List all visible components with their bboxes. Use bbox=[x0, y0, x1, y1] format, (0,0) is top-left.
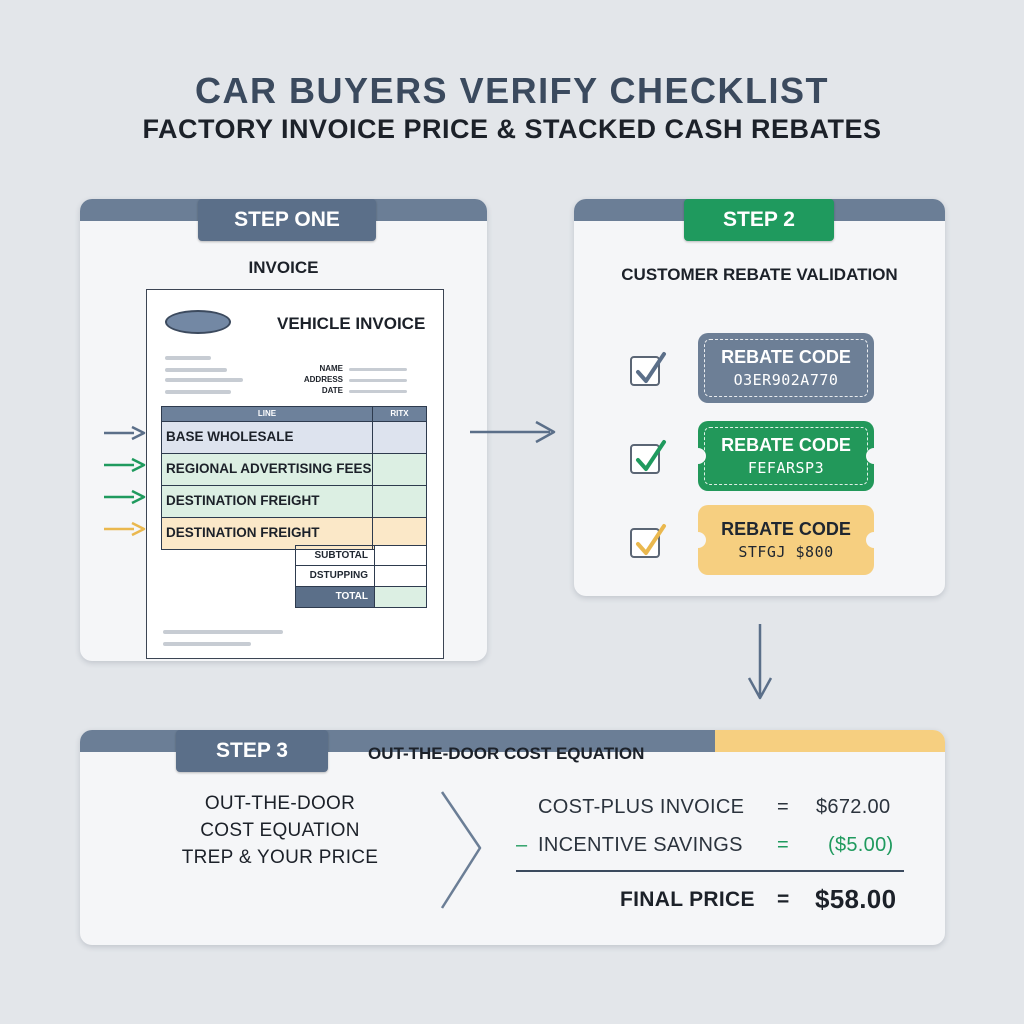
subtotal-row: SUBTOTAL bbox=[295, 545, 427, 566]
row-value-cell bbox=[372, 518, 426, 549]
step-one-card: STEP ONE INVOICE VEHICLE INVOICE NAME AD… bbox=[80, 199, 487, 661]
chevron-right-icon bbox=[440, 791, 482, 909]
text-placeholder-line bbox=[165, 390, 231, 394]
down-arrow-icon bbox=[747, 624, 773, 700]
total-row: TOTAL bbox=[295, 587, 427, 608]
dstupping-label: DSTUPPING bbox=[309, 570, 368, 581]
row-arrow-icon bbox=[104, 521, 146, 537]
coupon-name: REBATE CODE bbox=[721, 435, 851, 455]
dstupping-value-cell bbox=[374, 566, 426, 586]
line-value: ($5.00) bbox=[828, 834, 894, 856]
logo-icon bbox=[165, 310, 231, 334]
equation-divider bbox=[516, 870, 904, 872]
coupon-notch bbox=[690, 532, 706, 548]
line-value: $672.00 bbox=[816, 796, 891, 818]
invoice-table-header: LINE RITX bbox=[162, 407, 426, 421]
row-arrow-icon bbox=[104, 489, 146, 505]
text-placeholder-line bbox=[165, 378, 243, 382]
rebate-coupon: REBATE CODE O3ER902A770 bbox=[698, 333, 874, 403]
summary-line: COST EQUATION bbox=[200, 820, 360, 841]
rebate-coupon: REBATE CODE STFGJ $800 bbox=[690, 505, 882, 575]
field-name-line bbox=[349, 368, 407, 371]
row-arrow-icon bbox=[104, 425, 146, 441]
step-three-card: STEP 3 OUT-THE-DOOR COST EQUATION OUT-TH… bbox=[80, 730, 945, 945]
invoice-table: LINE RITX BASE WHOLESALE REGIONAL ADVERT… bbox=[161, 406, 427, 550]
step-three-tab: STEP 3 bbox=[176, 730, 328, 772]
right-arrow-icon bbox=[470, 420, 556, 444]
row-label: BASE WHOLESALE bbox=[166, 429, 294, 444]
coupon-code: STFGJ $800 bbox=[738, 543, 834, 561]
page-title: CAR BUYERS VERIFY CHECKLIST bbox=[195, 70, 829, 111]
coupon-notch bbox=[690, 448, 706, 464]
table-row: REGIONAL ADVERTISING FEES bbox=[162, 453, 426, 485]
summary-table: SUBTOTAL DSTUPPING TOTAL bbox=[295, 545, 427, 608]
card-top-bar-accent bbox=[715, 730, 945, 752]
text-placeholder-line bbox=[163, 642, 251, 646]
row-label: DESTINATION FREIGHT bbox=[166, 525, 320, 540]
equation-line-incentive: INCENTIVE SAVINGS bbox=[538, 834, 743, 857]
coupon-notch bbox=[866, 448, 882, 464]
col-ritx-header: RITX bbox=[372, 407, 426, 421]
row-label: REGIONAL ADVERTISING FEES bbox=[166, 461, 372, 476]
equals-sign: = bbox=[777, 796, 789, 818]
invoice-heading: INVOICE bbox=[248, 258, 319, 277]
dstupping-row: DSTUPPING bbox=[295, 566, 427, 587]
final-price-label: FINAL PRICE bbox=[620, 888, 755, 911]
field-date-line bbox=[349, 390, 407, 393]
text-placeholder-line bbox=[163, 630, 283, 634]
check-icon bbox=[630, 440, 666, 474]
minus-sign: – bbox=[516, 834, 528, 856]
total-value-cell bbox=[374, 587, 426, 607]
rebate-heading: CUSTOMER REBATE VALIDATION bbox=[621, 265, 898, 284]
summary-line: OUT-THE-DOOR bbox=[204, 793, 356, 814]
coupon-name: REBATE CODE bbox=[721, 519, 851, 539]
coupon-name: REBATE CODE bbox=[721, 347, 851, 367]
subtotal-value-cell bbox=[374, 546, 426, 565]
final-price-value: $58.00 bbox=[815, 884, 897, 914]
row-value-cell bbox=[372, 486, 426, 517]
col-line-header: LINE bbox=[257, 409, 277, 418]
field-date-label: DATE bbox=[321, 386, 343, 395]
text-placeholder-line bbox=[165, 368, 227, 372]
equation-summary: OUT-THE-DOOR COST EQUATION TREP & YOUR P… bbox=[170, 790, 390, 871]
row-label: DESTINATION FREIGHT bbox=[166, 493, 320, 508]
invoice-paper: VEHICLE INVOICE NAME ADDRESS DATE LINE R… bbox=[146, 289, 444, 659]
step-two-card: STEP 2 CUSTOMER REBATE VALIDATION REBATE… bbox=[574, 199, 945, 596]
field-address-line bbox=[349, 379, 407, 382]
rebate-coupon: REBATE CODE FEFARSP3 bbox=[690, 421, 882, 491]
equation-heading: OUT-THE-DOOR COST EQUATION bbox=[368, 744, 645, 763]
paper-title: VEHICLE INVOICE bbox=[277, 314, 426, 333]
table-row: DESTINATION FREIGHT bbox=[162, 485, 426, 517]
table-row: BASE WHOLESALE bbox=[162, 421, 426, 453]
total-label: TOTAL bbox=[296, 587, 374, 607]
table-row: DESTINATION FREIGHT bbox=[162, 517, 426, 549]
page-subtitle: FACTORY INVOICE PRICE & STACKED CASH REB… bbox=[142, 114, 882, 144]
equals-sign: = bbox=[777, 834, 789, 856]
subtotal-label: SUBTOTAL bbox=[314, 550, 368, 561]
check-icon bbox=[630, 352, 666, 386]
row-value-cell bbox=[372, 454, 426, 485]
row-value-cell bbox=[372, 422, 426, 453]
step-one-tab: STEP ONE bbox=[198, 199, 376, 241]
field-name-label: NAME bbox=[319, 364, 343, 373]
equals-sign: = bbox=[777, 888, 790, 911]
line-label: COST-PLUS INVOICE bbox=[538, 796, 745, 818]
step-two-tab: STEP 2 bbox=[684, 199, 834, 241]
coupon-notch bbox=[866, 532, 882, 548]
equation-line-cost: COST-PLUS INVOICE bbox=[538, 796, 744, 819]
field-address-label: ADDRESS bbox=[303, 375, 343, 384]
summary-line: TREP & YOUR PRICE bbox=[181, 847, 379, 868]
row-arrow-icon bbox=[104, 457, 146, 473]
line-label: INCENTIVE SAVINGS bbox=[538, 834, 743, 856]
coupon-code: FEFARSP3 bbox=[747, 459, 825, 477]
check-icon bbox=[630, 524, 666, 558]
text-placeholder-line bbox=[165, 356, 211, 360]
coupon-code: O3ER902A770 bbox=[733, 371, 839, 389]
